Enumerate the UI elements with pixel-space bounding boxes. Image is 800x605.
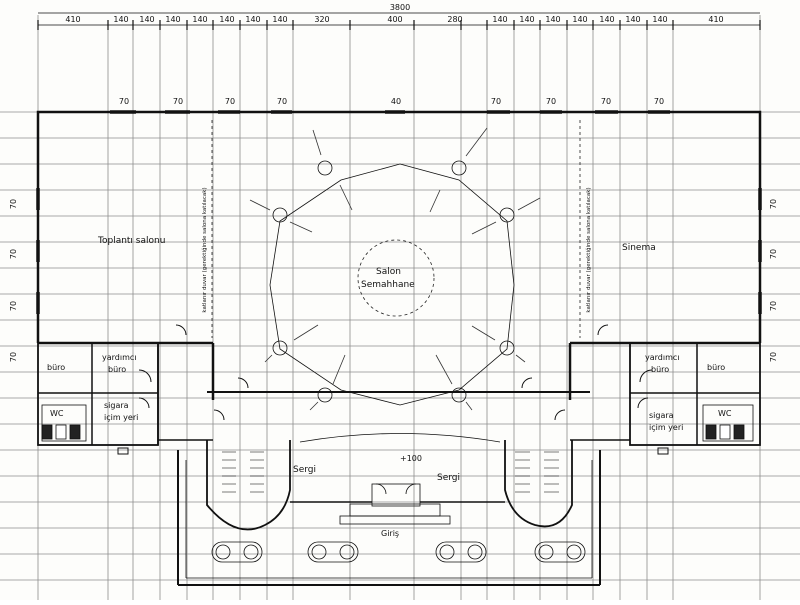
window-mark: 70 — [9, 249, 18, 259]
stair-tower-left — [206, 440, 291, 531]
window-mark: 70 — [769, 249, 778, 259]
segment-dimension: 410 — [708, 15, 723, 24]
segment-dimension: 320 — [314, 15, 329, 24]
window-mark: 70 — [9, 301, 18, 311]
segment-dimension: 140 — [545, 15, 560, 24]
segment-dimension: 140 — [245, 15, 260, 24]
assistant-office-line1-left: yardımcı — [102, 353, 137, 362]
office-label-right: büro — [707, 363, 725, 372]
center-dashed-circle — [357, 239, 435, 317]
column-rays — [249, 127, 541, 411]
segment-dimension: 140 — [652, 15, 667, 24]
window-mark: 70 — [769, 301, 778, 311]
stair-tower-right — [504, 440, 573, 528]
meeting-hall-label: Toplantı salonu — [97, 236, 165, 246]
window-mark: 70 — [119, 97, 129, 106]
segment-dimension: 140 — [572, 15, 587, 24]
exhibition-label-left: Sergi — [293, 465, 316, 475]
window-mark: 70 — [9, 352, 18, 362]
exhibition-curve — [299, 433, 501, 443]
hall-label-line1: Salon — [376, 267, 401, 277]
segment-dimension: 140 — [113, 15, 128, 24]
window-mark: 70 — [654, 97, 664, 106]
window-mark: 70 — [601, 97, 611, 106]
terrace — [177, 450, 601, 586]
window-mark: 70 — [769, 199, 778, 209]
dimension-lines — [37, 12, 761, 30]
segment-dimension: 140 — [599, 15, 614, 24]
right-service-block — [570, 324, 761, 446]
left-window-marks: 70 70 70 70 — [9, 199, 18, 362]
window-mark: 70 — [491, 97, 501, 106]
window-mark: 70 — [546, 97, 556, 106]
assistant-office-line2-left: büro — [108, 365, 126, 374]
segment-dimension: 140 — [492, 15, 507, 24]
segment-dimension: 410 — [65, 15, 80, 24]
smoking-line2-left: içim yeri — [104, 413, 138, 422]
segment-dimensions: 410 140 140 140 140 140 140 140 320 400 … — [65, 15, 723, 24]
assistant-office-line2-right: büro — [651, 365, 669, 374]
segment-dimension: 140 — [165, 15, 180, 24]
hall-label-line2: Semahhane — [361, 280, 415, 290]
wc-label-left: WC — [50, 409, 64, 418]
grid-lines — [0, 15, 800, 600]
window-mark: 70 — [9, 199, 18, 209]
door-marks — [117, 377, 669, 455]
smoking-line1-right: sigara — [649, 411, 674, 420]
assistant-office-line1-right: yardımcı — [645, 353, 680, 362]
right-window-marks: 70 70 70 70 — [769, 199, 778, 362]
smoking-line1-left: sigara — [104, 401, 129, 410]
outer-wall — [36, 110, 762, 343]
segment-dimension: 140 — [139, 15, 154, 24]
semahhane-dodecagon — [269, 163, 515, 406]
side-windows — [36, 188, 762, 314]
folding-wall-note: katlanır duvar (gerektiğinde salona katı… — [585, 187, 592, 312]
left-service-block — [37, 324, 213, 446]
window-mark: 40 — [391, 97, 401, 106]
folding-wall-note: katlanır duvar (gerektiğinde salona katı… — [201, 187, 208, 312]
exhibition-label-right: Sergi — [437, 473, 460, 483]
top-window-marks: 70 70 70 70 40 70 70 70 70 — [119, 97, 664, 106]
overall-dimension: 3800 — [390, 3, 410, 12]
wc-label-right: WC — [718, 409, 732, 418]
level-label: +100 — [400, 454, 422, 463]
entrance-portico — [290, 483, 505, 525]
smoking-line2-right: içim yeri — [649, 423, 683, 432]
segment-dimension: 400 — [387, 15, 402, 24]
segment-dimension: 140 — [219, 15, 234, 24]
entrance-label: Giriş — [381, 529, 399, 538]
planters — [211, 541, 586, 563]
window-mark: 70 — [173, 97, 183, 106]
office-label-left: büro — [47, 363, 65, 372]
window-mark: 70 — [769, 352, 778, 362]
segment-dimension: 140 — [519, 15, 534, 24]
window-mark: 70 — [277, 97, 287, 106]
cinema-label: Sinema — [622, 243, 656, 253]
segment-dimension: 280 — [447, 15, 462, 24]
segment-dimension: 140 — [192, 15, 207, 24]
column-circles — [272, 160, 515, 403]
segment-dimension: 140 — [272, 15, 287, 24]
window-mark: 70 — [225, 97, 235, 106]
segment-dimension: 140 — [625, 15, 640, 24]
